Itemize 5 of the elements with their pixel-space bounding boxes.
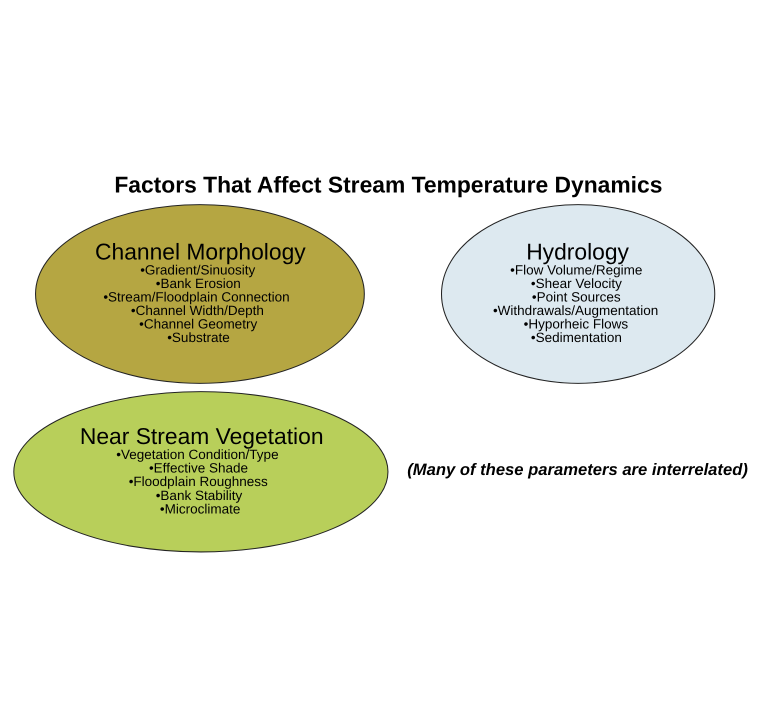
- caption: (Many of these parameters are interrelated): [406, 460, 748, 479]
- node-ellipse: Near Stream Vegetation •Vegetation Condition/Type •Effective Shade •Floodplain Roughness •Bank Stability •Microclimate: [12, 391, 388, 552]
- node-ellipse: Hydrology •Flow Volume/Regime •Shear Velocity •Point Sources •Withdrawals/Augmentation •Hyporheic Flows •Sedimentation: [440, 204, 715, 384]
- diagram-title: Factors That Affect Stream Temperature Dynamics: [114, 172, 662, 198]
- node-ellipse: Channel Morphology •Gradient/Sinuosity •Bank Erosion •Stream/Floodplain Connection •Channel Width/Depth •Channel Geometry •Substrate: [34, 204, 364, 384]
